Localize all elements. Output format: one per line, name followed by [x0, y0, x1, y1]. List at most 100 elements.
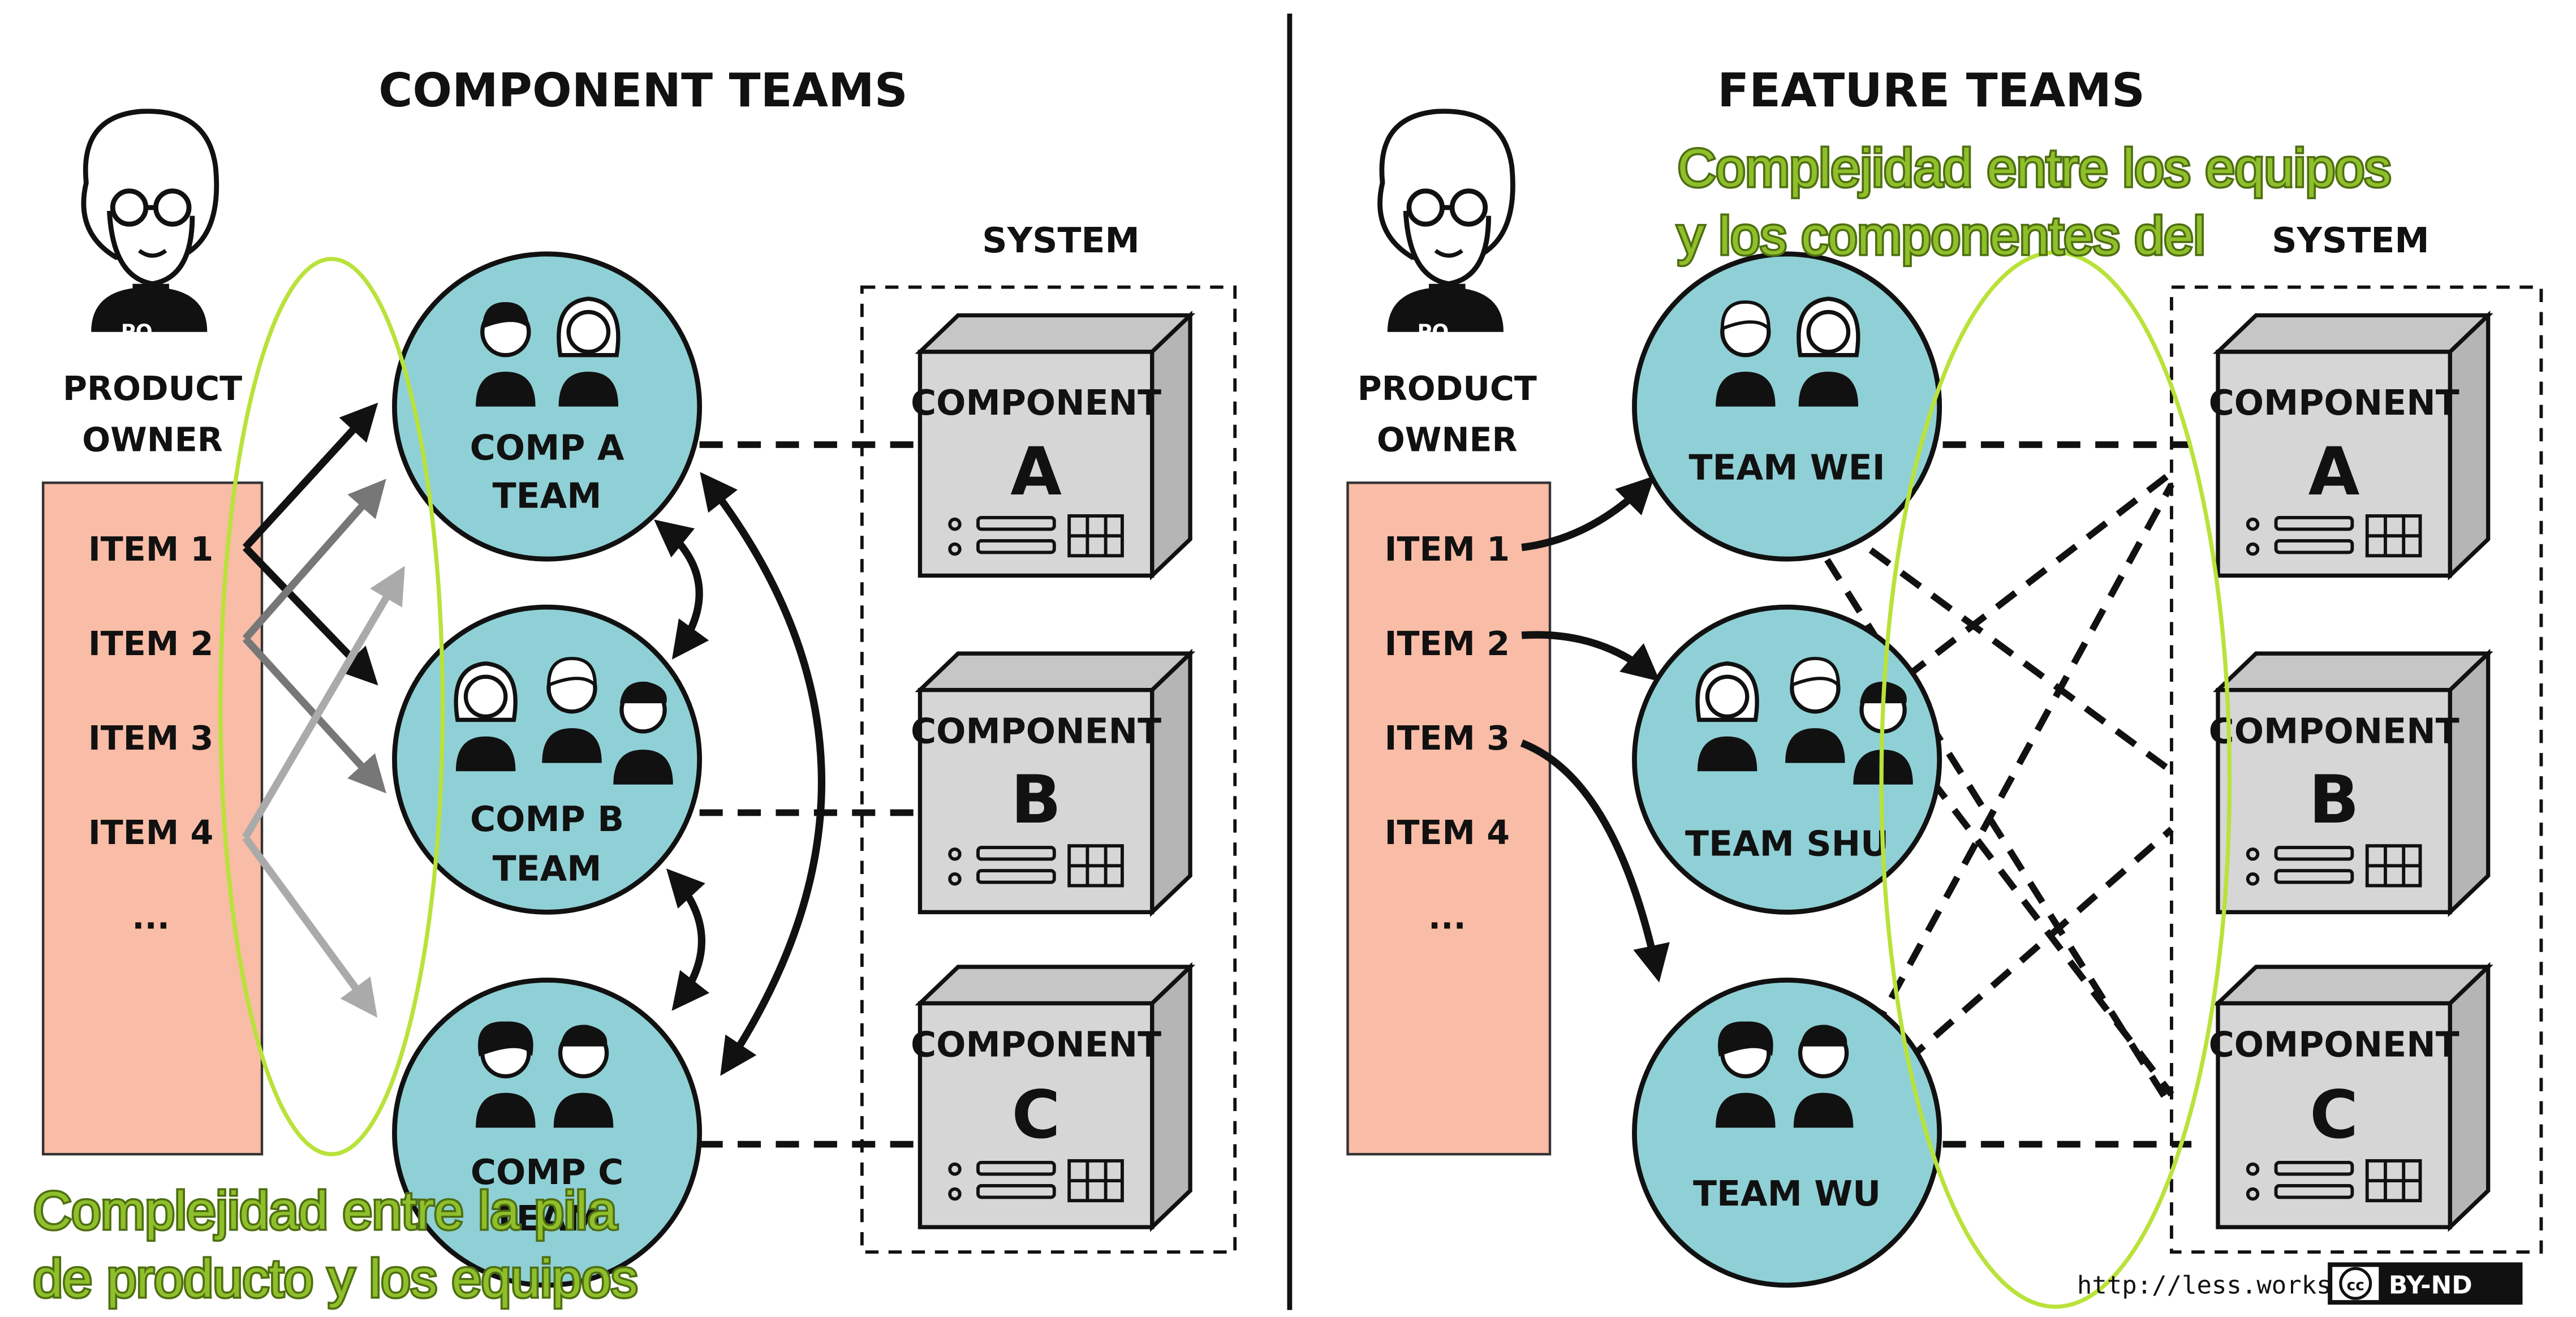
backlog-item: ITEM 2 [1385, 625, 1510, 663]
component-label: COMPONENT [2209, 711, 2459, 751]
license-text: BY-ND [2389, 1271, 2472, 1299]
backlog-item: ITEM 4 [88, 814, 213, 852]
product-owner-figure: PO PRODUCT OWNER [1358, 109, 1537, 459]
component-label: COMPONENT [2209, 382, 2459, 423]
person-icon [476, 302, 536, 407]
person-icon [1716, 1021, 1776, 1128]
team-label: TEAM WEI [1689, 447, 1885, 488]
person-icon [1797, 296, 1860, 407]
po-badge: PO [1418, 320, 1449, 343]
server-controls-icon [2246, 844, 2422, 888]
team-circle [392, 978, 703, 1288]
person-icon [454, 661, 518, 772]
person-icon [1785, 657, 1845, 763]
person-icon [1716, 300, 1776, 407]
team-label: TEAM WU [1693, 1173, 1881, 1214]
po-badge: PO [121, 320, 153, 343]
backlog-to-team-arrows [1520, 476, 1670, 983]
component-letter: A [2308, 433, 2360, 510]
team-wu: TEAM WU [1632, 978, 1942, 1288]
component-c: COMPONENT C [911, 962, 1196, 1232]
team-wei: TEAM WEI [1632, 251, 1942, 562]
feature-teams-panel: FEATURE TEAMS PO PRODUCT OWNER ITEM 1 IT… [1346, 64, 2543, 1309]
license-cc: cc [2347, 1277, 2364, 1294]
person-icon [476, 1021, 536, 1128]
complexity-annotation-line2: y los componentes del [1678, 206, 2205, 265]
feature-teams-title: FEATURE TEAMS [1717, 64, 2145, 118]
system-label: SYSTEM [982, 220, 1139, 261]
component-letter: C [2310, 1076, 2358, 1154]
component-label: COMPONENT [2209, 1024, 2459, 1065]
component-label: COMPONENT [911, 382, 1161, 423]
backlog-item: ITEM 2 [88, 625, 213, 663]
team-circle [1632, 978, 1942, 1288]
backlog-box [1346, 481, 1552, 1156]
server-controls-icon [2246, 514, 2422, 558]
product-owner-figure: PO PRODUCT OWNER [63, 109, 242, 459]
product-backlog: ITEM 1 ITEM 2 ITEM 3 ITEM 4 ... [41, 481, 264, 1156]
team-label-line2: TEAM [493, 849, 602, 889]
backlog-item: ITEM 1 [1385, 530, 1510, 569]
team-coordination-arrows [654, 472, 826, 1076]
complexity-annotation-line2: de producto y los equipos [33, 1249, 638, 1308]
backlog-item: ... [132, 898, 170, 937]
component-b: COMPONENT B [2209, 648, 2493, 917]
team-label-line2: TEAM [493, 1198, 602, 1239]
team-label: TEAM SHU [1685, 824, 1889, 864]
server-box [917, 350, 1155, 578]
team-comp-b: COMP B TEAM [392, 604, 703, 915]
component-a: COMPONENT A [911, 310, 1196, 581]
component-b: COMPONENT B [911, 648, 1196, 917]
team-comp-c: COMP C TEAM [392, 978, 703, 1288]
product-owner-label-line2: OWNER [1377, 421, 1518, 459]
person-icon [1695, 661, 1759, 772]
cc-icon [2339, 1267, 2372, 1300]
team-label-line1: COMP B [470, 799, 624, 840]
server-controls-icon [948, 844, 1124, 888]
component-a: COMPONENT A [2209, 310, 2493, 581]
product-owner-icon [81, 109, 219, 332]
component-letter: C [1012, 1076, 1061, 1154]
component-teams-title: COMPONENT TEAMS [378, 64, 908, 118]
team-component-links [1804, 441, 2192, 1148]
backlog-to-team-arrows [242, 402, 405, 1018]
team-component-links [699, 441, 920, 1148]
component-c: COMPONENT C [2209, 962, 2493, 1232]
backlog-item: ITEM 3 [88, 719, 213, 758]
team-shu: TEAM SHU [1632, 604, 1942, 915]
component-letter: B [2308, 761, 2359, 838]
credit-footer: http://less.works cc BY-ND [2077, 1262, 2523, 1305]
backlog-item: ITEM 1 [88, 530, 213, 569]
person-icon [557, 296, 621, 407]
person-icon [613, 681, 673, 785]
server-controls-icon [948, 514, 1124, 558]
system-boundary [860, 285, 1237, 1254]
person-icon [1793, 1025, 1854, 1128]
server-controls-icon [2246, 1159, 2422, 1203]
backlog-item: ITEM 4 [1385, 814, 1510, 852]
component-letter: A [1010, 433, 1062, 510]
team-label-line1: COMP A [470, 427, 624, 468]
complexity-highlight-ellipse [218, 257, 445, 1156]
complexity-annotation-line1: Complejidad entre la pila [33, 1181, 618, 1240]
credit-url: http://less.works [2077, 1271, 2332, 1299]
component-label: COMPONENT [911, 1024, 1161, 1065]
server-controls-icon [948, 1159, 1124, 1203]
product-owner-label-line1: PRODUCT [63, 369, 242, 408]
person-icon [553, 1025, 614, 1128]
system-label: SYSTEM [2272, 220, 2429, 261]
component-label: COMPONENT [911, 711, 1161, 751]
system-boundary [2170, 285, 2543, 1254]
product-owner-label-line1: PRODUCT [1358, 369, 1537, 408]
product-owner-label-line2: OWNER [82, 421, 223, 459]
team-comp-a: COMP A TEAM [392, 251, 703, 562]
backlog-item: ITEM 3 [1385, 719, 1510, 758]
server-box [2216, 350, 2452, 578]
backlog-item: ... [1428, 898, 1466, 937]
person-icon [542, 657, 602, 763]
complexity-highlight-ellipse [1879, 250, 2232, 1309]
team-circle [1632, 251, 1942, 562]
component-teams-panel: COMPONENT TEAMS PO PRODUCT OWNER ITEM 1 … [31, 64, 1237, 1310]
team-label-line2: TEAM [493, 475, 602, 516]
